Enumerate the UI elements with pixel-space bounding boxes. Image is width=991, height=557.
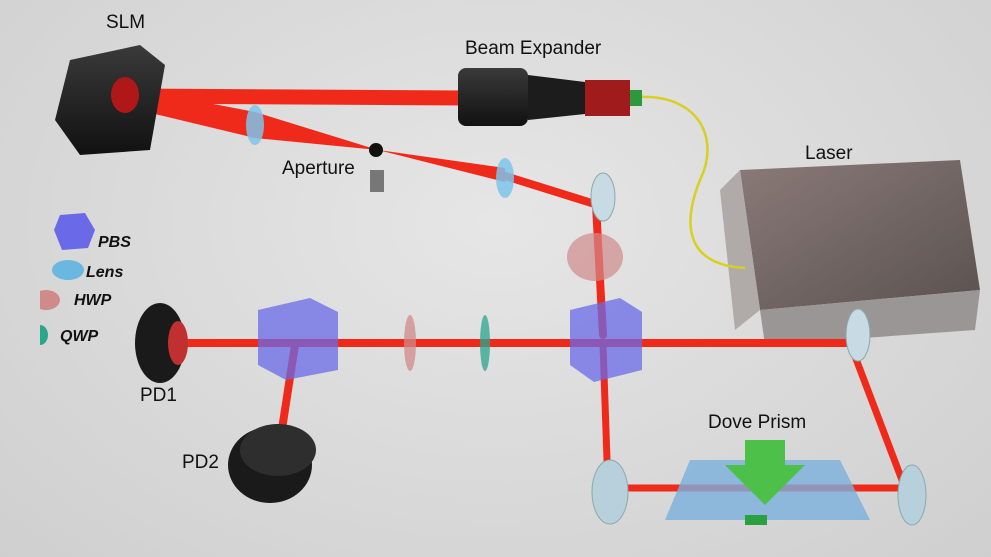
lens-2 bbox=[496, 158, 514, 198]
optical-fiber bbox=[639, 95, 746, 270]
hwp-top bbox=[567, 233, 623, 281]
hwp-inline bbox=[404, 315, 416, 371]
mirror-3 bbox=[591, 459, 629, 525]
pbs-legend-icon bbox=[54, 213, 95, 250]
qwp-inline bbox=[480, 315, 490, 371]
legend-hwp: HWP bbox=[74, 292, 112, 309]
label-laser: Laser bbox=[805, 143, 853, 164]
aperture-device bbox=[369, 143, 384, 192]
hwp-legend-icon bbox=[40, 290, 60, 310]
label-dove-prism: Dove Prism bbox=[708, 412, 807, 433]
laser-unit bbox=[720, 160, 980, 345]
mirror-2 bbox=[845, 308, 871, 362]
label-slm: SLM bbox=[106, 12, 146, 33]
label-pd1: PD1 bbox=[140, 385, 177, 406]
dove-prism bbox=[665, 440, 870, 525]
pbs-2 bbox=[570, 298, 642, 382]
lens-1 bbox=[246, 105, 264, 145]
mirror-4 bbox=[897, 464, 927, 526]
legend-swatches bbox=[40, 213, 95, 345]
mirror-1 bbox=[590, 172, 616, 222]
lens-legend-icon bbox=[52, 260, 84, 280]
qwp-legend-icon bbox=[40, 325, 48, 345]
slm-device bbox=[55, 45, 165, 155]
label-aperture: Aperture bbox=[282, 158, 355, 179]
rotation-arrow-icon bbox=[725, 440, 805, 505]
legend-pbs: PBS bbox=[98, 234, 131, 251]
pd2-detector bbox=[228, 424, 316, 503]
pd1-detector bbox=[135, 303, 188, 383]
legend-qwp: QWP bbox=[60, 328, 99, 345]
beam-expander-device bbox=[458, 68, 642, 126]
pbs-1 bbox=[258, 298, 338, 380]
label-beam-expander: Beam Expander bbox=[465, 38, 602, 59]
label-pd2: PD2 bbox=[182, 452, 219, 473]
legend-lens: Lens bbox=[86, 264, 124, 281]
